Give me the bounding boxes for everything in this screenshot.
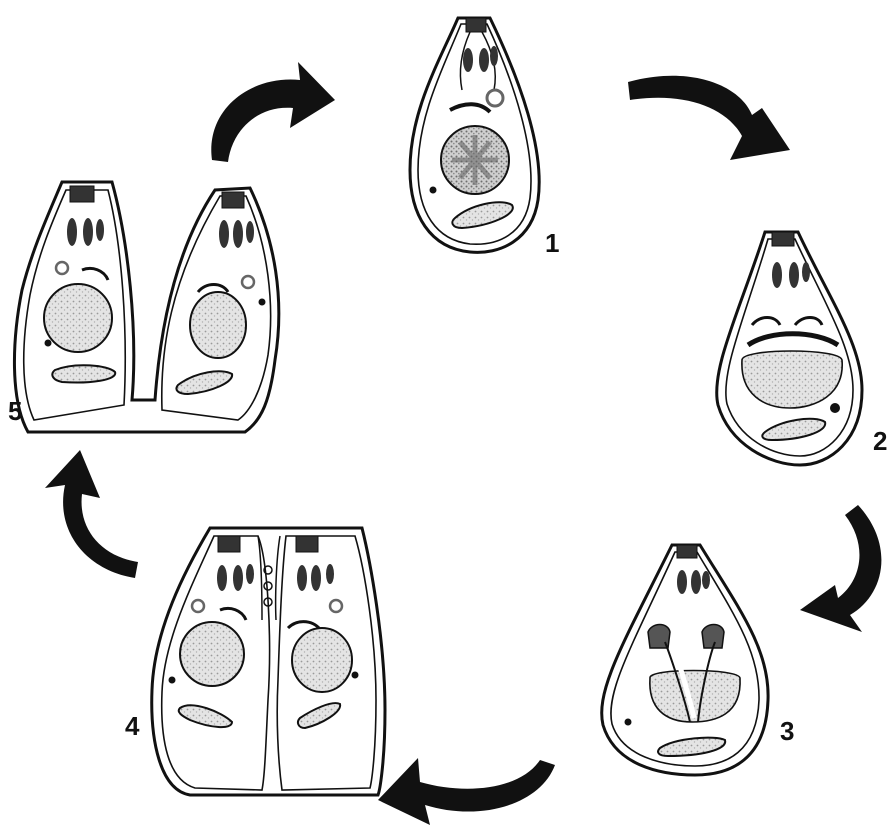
stage-3-cell — [602, 545, 768, 775]
arrow-1-to-2 — [628, 76, 790, 160]
arrow-4-to-5 — [45, 450, 138, 578]
stage-label-1: 1 — [545, 228, 559, 258]
arrow-5-to-1 — [211, 62, 335, 162]
stage-label-4: 4 — [125, 711, 140, 741]
stage-2-cell — [717, 232, 862, 465]
stage-1-cell — [410, 18, 539, 252]
arrow-2-to-3 — [800, 505, 881, 632]
stage-label-2: 2 — [873, 426, 887, 456]
arrow-3-to-4 — [378, 758, 555, 825]
stage-label-3: 3 — [780, 716, 794, 746]
stage-label-5: 5 — [8, 396, 22, 426]
stage-4-cell — [152, 528, 385, 795]
stage-5-cell — [14, 182, 278, 432]
